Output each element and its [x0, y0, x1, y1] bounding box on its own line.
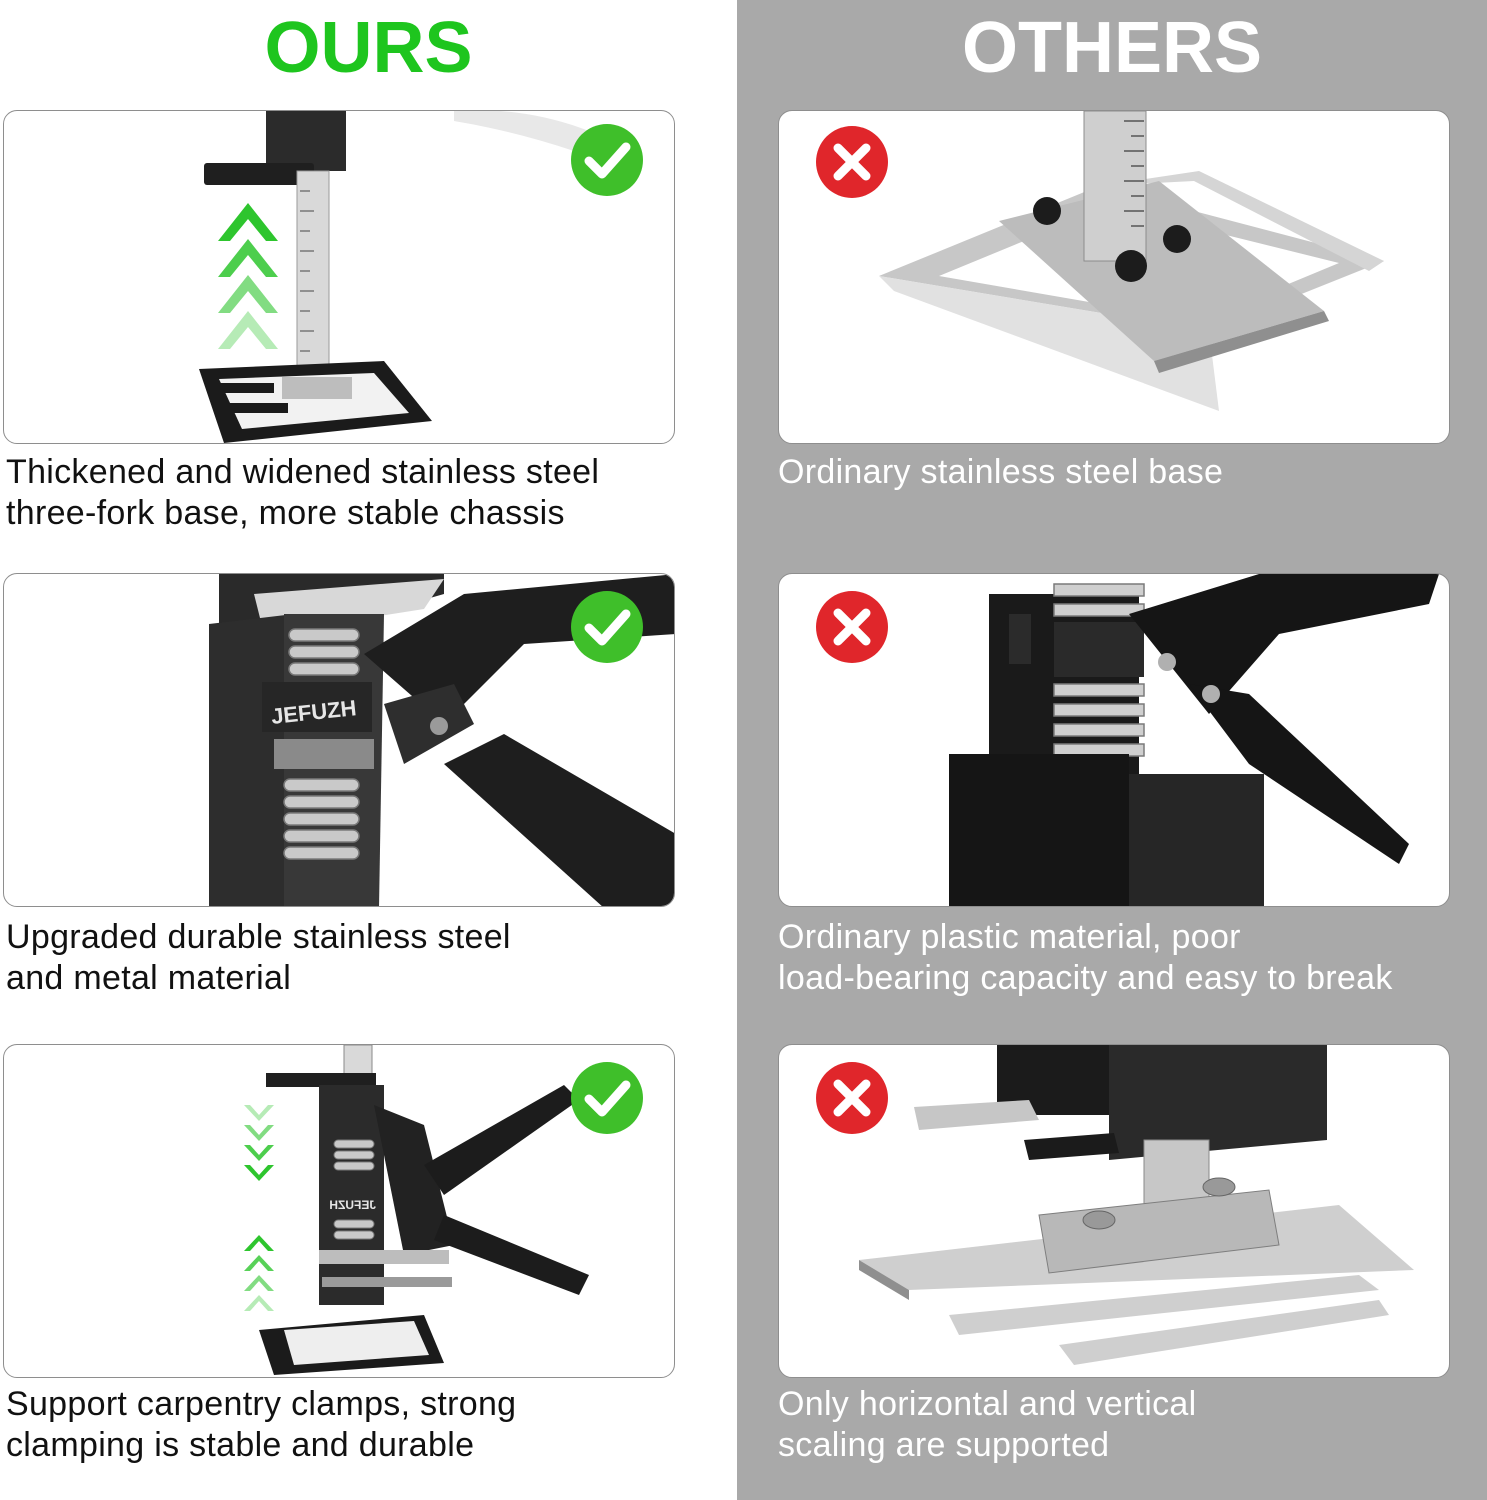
others-caption-3: Only horizontal and vertical scaling are… — [778, 1385, 1197, 1464]
ours-caption-1: Thickened and widened stainless steel th… — [6, 453, 600, 532]
check-icon — [571, 591, 643, 663]
carpentry-clamp-illustration: JEFUZH — [244, 1045, 589, 1375]
others-material-image — [778, 573, 1450, 907]
ours-caption-3: Support carpentry clamps, strong clampin… — [6, 1385, 517, 1464]
others-heading: OTHERS — [961, 8, 1263, 88]
ours-base-image — [3, 110, 675, 444]
check-icon — [571, 1062, 643, 1134]
plastic-clamp-illustration — [949, 574, 1439, 906]
ours-heading: OURS — [264, 8, 473, 88]
others-scaling-image — [778, 1044, 1450, 1378]
brand-label: JEFUZH — [329, 1198, 376, 1212]
cross-icon — [816, 591, 888, 663]
ordinary-scaling-base-illustration — [859, 1045, 1414, 1365]
cross-icon — [816, 1062, 888, 1134]
ours-clamp-image: JEFUZH — [3, 1044, 675, 1378]
others-caption-2: Ordinary plastic material, poor load-bea… — [778, 918, 1393, 997]
three-fork-base-illustration — [199, 111, 589, 443]
ordinary-base-illustration — [879, 111, 1384, 411]
others-base-image — [778, 110, 1450, 444]
cross-icon — [816, 126, 888, 198]
ours-caption-2: Upgraded durable stainless steel and met… — [6, 918, 511, 997]
others-caption-1: Ordinary stainless steel base — [778, 453, 1224, 491]
ours-material-image: JEFUZH — [3, 573, 675, 907]
check-icon — [571, 124, 643, 196]
